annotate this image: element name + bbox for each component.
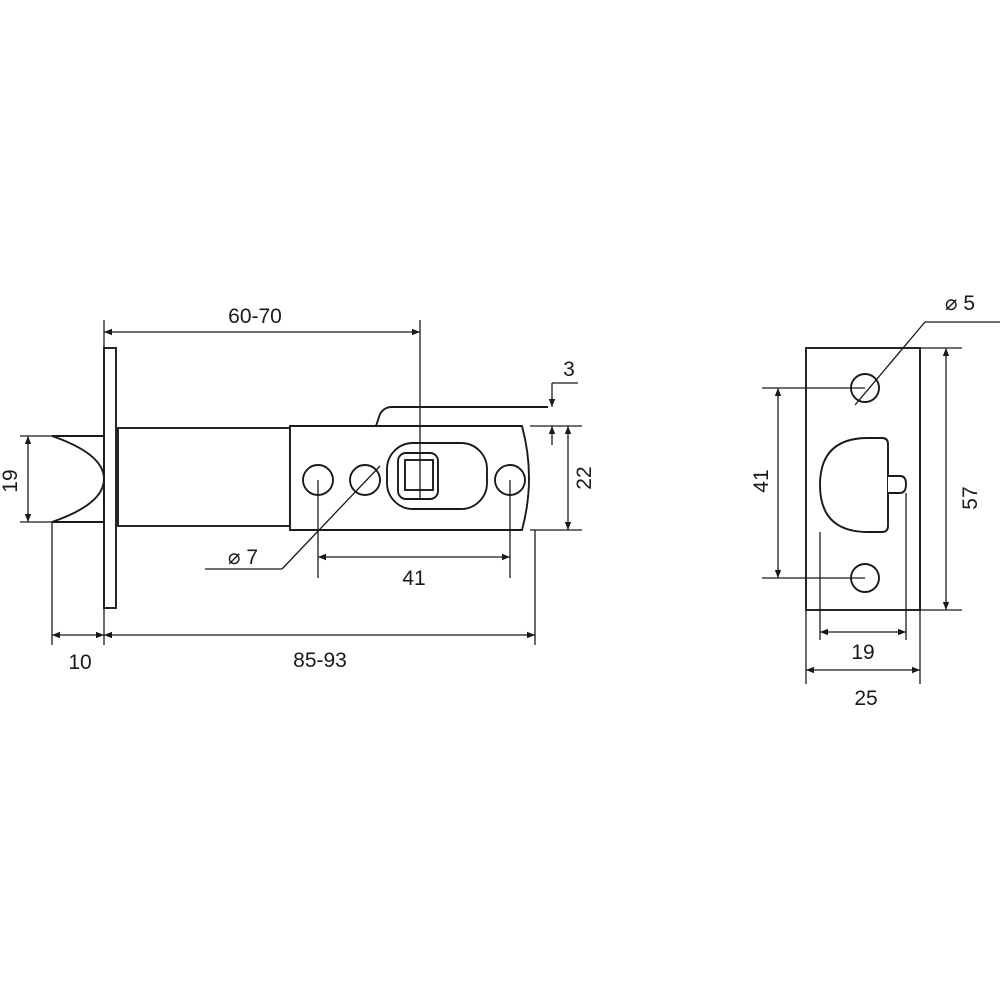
dim-plate-height: 57 [920, 347, 982, 611]
dim-backset-label: 60-70 [228, 305, 282, 328]
dim-opening-width-label: 19 [851, 641, 874, 664]
dim-head-length-label: 10 [68, 651, 91, 674]
dim-lengths: 10 85-93 [51, 522, 536, 674]
dim-plate-height-label: 57 [959, 486, 982, 509]
dim-opening-width: 19 [819, 493, 907, 664]
dim-hole-dia: ⌀ 7 [205, 465, 381, 570]
latch-hole-2 [349, 464, 381, 496]
dim-backset: 60-70 [103, 305, 421, 500]
strike-tab [888, 475, 907, 494]
dim-screw-dia: ⌀ 5 [854, 292, 1000, 406]
dim-latch-hole-spacing-label: 41 [402, 567, 425, 590]
dim-head-height: 19 [0, 435, 52, 523]
strike-plate-view: ⌀ 5 41 57 19 25 [750, 292, 1000, 710]
dim-total-length-label: 85-93 [293, 649, 347, 672]
dim-case-height-label: 22 [573, 466, 596, 489]
dim-head-height-label: 19 [0, 469, 22, 492]
dim-screw-dia-label: ⌀ 5 [945, 292, 975, 315]
dim-chamfer-label: 3 [563, 358, 575, 381]
dim-latch-hole-spacing: 41 [317, 480, 511, 590]
dim-strike-hole-spacing-label: 41 [750, 469, 773, 492]
latch-side-view: 19 60-70 3 22 ⌀ 7 [0, 305, 596, 674]
dim-hole-dia-label: ⌀ 7 [228, 546, 258, 569]
dim-strike-hole-spacing: 41 [750, 387, 865, 579]
dim-plate-width-label: 25 [854, 687, 877, 710]
dim-plate-width: 25 [805, 610, 921, 710]
latch-tail-tab [375, 406, 548, 427]
spindle-square [404, 459, 434, 491]
dim-chamfer: 3 [548, 358, 578, 445]
latch-face-plate [103, 347, 117, 609]
latch-barrel [117, 427, 291, 527]
dim-case-height: 22 [530, 425, 596, 531]
latch-bolt-head [51, 435, 105, 523]
strike-opening [819, 437, 889, 533]
